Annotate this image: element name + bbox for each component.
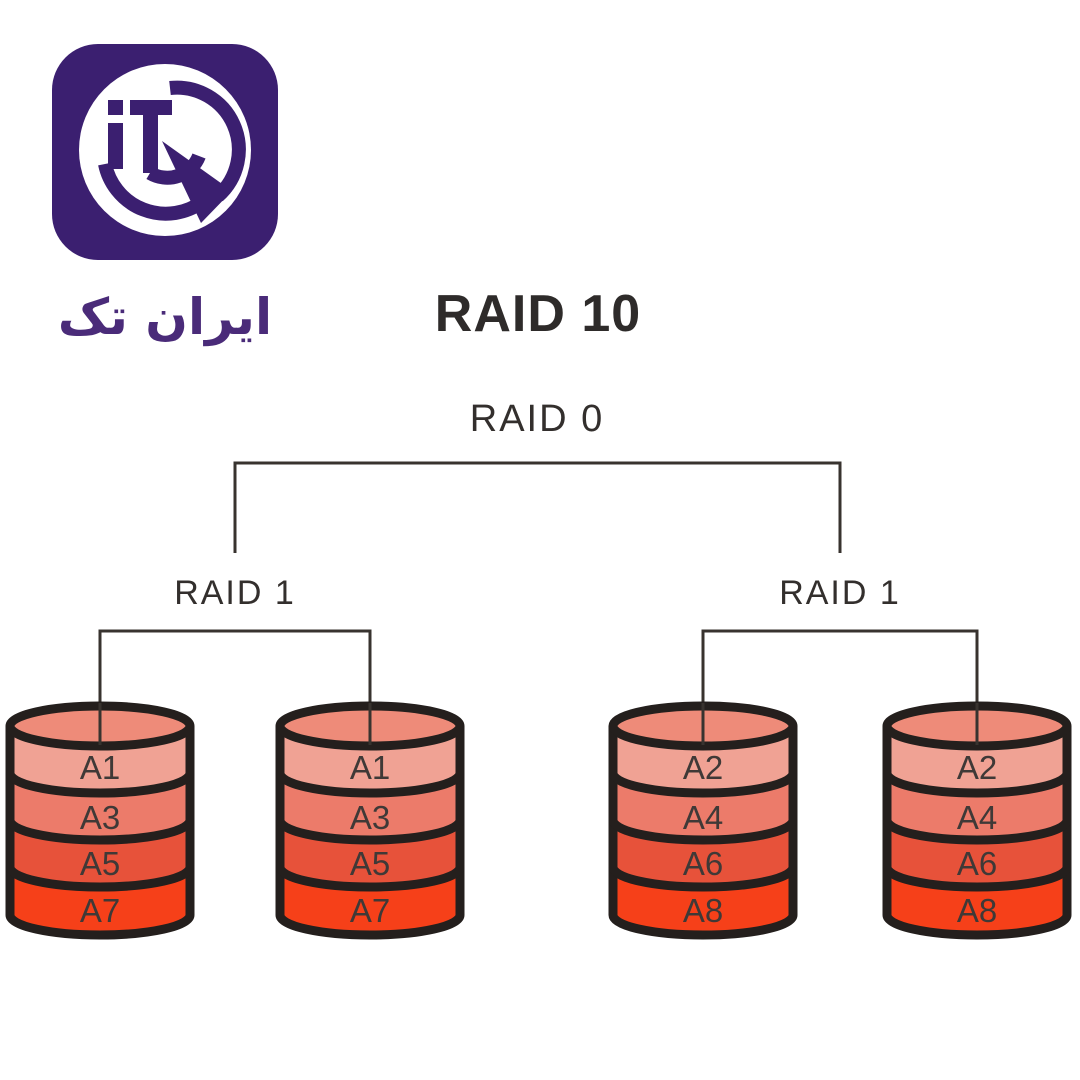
disk-outline [275, 726, 465, 940]
raid1-left-label: RAID 1 [174, 574, 296, 612]
disk-separator [5, 819, 195, 845]
disk-segment [10, 820, 190, 887]
disk-segment-label: A7 [80, 892, 120, 929]
disk-separator [608, 866, 798, 892]
disk-separator [608, 819, 798, 845]
brand-logo [52, 44, 278, 260]
disk-segment-label: A1 [350, 749, 390, 786]
disk-segment-label: A1 [80, 749, 120, 786]
raid1-left-bracket-line [98, 629, 372, 715]
logo-t-bar [130, 100, 172, 115]
disk-segment [280, 773, 460, 840]
disk-separator [882, 772, 1072, 798]
disk-segment [613, 773, 793, 840]
page-title: RAID 10 [434, 285, 642, 343]
disk-separator [608, 772, 798, 798]
disk-segment-label: A5 [80, 845, 120, 882]
disk-separator [275, 866, 465, 892]
raid0-label: RAID 0 [469, 398, 605, 440]
disk-segment [280, 820, 460, 887]
disk-segment-label: A4 [683, 799, 723, 836]
logo-i-dot [108, 100, 123, 115]
disk-segment [613, 867, 793, 935]
disk-2: A1 A3 A5 A7 [275, 701, 465, 940]
disk-segment-label: A2 [957, 749, 997, 786]
disk-separator [275, 772, 465, 798]
logo-needle [162, 141, 232, 223]
brand-name: ایران تک [57, 288, 273, 346]
logo-mark-icon [79, 64, 251, 236]
disk-segment [280, 726, 460, 793]
disk-outline [5, 726, 195, 940]
disk-segment-label: A7 [350, 892, 390, 929]
disk-segment-label: A3 [80, 799, 120, 836]
disk-segment [887, 820, 1067, 887]
disk-segment-label: A6 [683, 845, 723, 882]
disk-segment-label: A8 [683, 892, 723, 929]
disk-separator [882, 866, 1072, 892]
disk-segment [613, 726, 793, 793]
disk-separator [275, 819, 465, 845]
disk-segment [887, 773, 1067, 840]
logo-arc-right [169, 80, 246, 202]
raid0-bracket-line [233, 461, 842, 553]
disk-3: A2 A4 A6 A8 [608, 701, 798, 940]
disk-outline [882, 726, 1072, 940]
logo-t-stem [143, 115, 158, 173]
raid1-right-bracket-line [701, 629, 979, 715]
raid1-right-label: RAID 1 [779, 574, 901, 612]
disk-separator [5, 866, 195, 892]
disk-segment-label: A8 [957, 892, 997, 929]
disk-separator [882, 819, 1072, 845]
disk-1: A1 A3 A5 A7 [5, 701, 195, 940]
disk-segment-label: A4 [957, 799, 997, 836]
disk-segment [10, 773, 190, 840]
disk-segment [10, 726, 190, 793]
disk-outline [608, 726, 798, 940]
logo-i-stem [108, 123, 123, 169]
disk-segment [10, 867, 190, 935]
disk-segment-label: A2 [683, 749, 723, 786]
logo-arc-bottom-left [98, 162, 207, 221]
disk-4: A2 A4 A6 A8 [882, 701, 1072, 940]
disk-segment [280, 867, 460, 935]
disk-segment [613, 820, 793, 887]
disk-segment [887, 867, 1067, 935]
disk-segment-label: A6 [957, 845, 997, 882]
disk-segment [887, 726, 1067, 793]
disk-segment-label: A3 [350, 799, 390, 836]
disk-segment-label: A5 [350, 845, 390, 882]
disk-separator [5, 772, 195, 798]
logo-arc-inner [146, 153, 206, 185]
